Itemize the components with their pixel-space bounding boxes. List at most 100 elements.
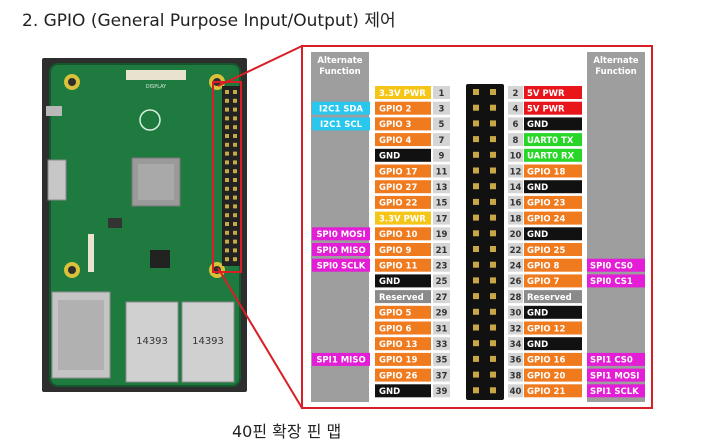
pin-label-box-right xyxy=(524,352,582,366)
pin-label-box-right xyxy=(524,290,582,304)
alt-header-right-line2: Function xyxy=(595,67,636,77)
pin-header-strip xyxy=(466,84,504,400)
pin-label-box-left xyxy=(375,368,431,382)
page-heading: 2. GPIO (General Purpose Input/Output) 제… xyxy=(22,11,396,31)
pin-label-box-right xyxy=(524,148,582,162)
pin-label-box-right xyxy=(524,274,582,288)
pin-label-right: Reserved xyxy=(527,293,572,303)
pin-label-left: GPIO 19 xyxy=(379,356,417,366)
pin-number-right: 22 xyxy=(510,246,522,256)
pin-number-left: 25 xyxy=(436,277,448,287)
alt-label-right: SPI1 SCLK xyxy=(590,387,639,397)
pin-number-box-right xyxy=(508,101,523,115)
alt-badge-left xyxy=(312,101,370,115)
pin-label-box-right xyxy=(524,368,582,382)
header-pin xyxy=(490,230,496,237)
pin-number-left: 27 xyxy=(436,293,448,303)
pin-label-box-left xyxy=(375,148,431,162)
alt-header-left-line1: Alternate xyxy=(317,56,362,66)
usb-port-label-1: 14393 xyxy=(136,336,168,347)
pin-label-box-left xyxy=(375,384,431,398)
header-pin xyxy=(473,230,479,237)
pin-label-box-left xyxy=(375,211,431,225)
pin-number-right: 12 xyxy=(510,167,522,177)
pin-number-box-right xyxy=(508,321,523,335)
pin-number-box-right xyxy=(508,258,523,272)
pin-number-right: 14 xyxy=(510,183,522,193)
pin-label-box-left xyxy=(375,101,431,115)
pin-label-box-right xyxy=(524,337,582,351)
pin-number-box-left xyxy=(433,101,450,115)
pin-label-left: GPIO 26 xyxy=(379,371,417,381)
pin-number-box-right xyxy=(508,337,523,351)
pin-label-left: GPIO 13 xyxy=(379,340,417,350)
pin-number-right: 26 xyxy=(510,277,522,287)
callout-line-top xyxy=(217,45,303,87)
alt-badge-right xyxy=(587,274,645,288)
pin-number-box-left xyxy=(433,148,450,162)
pin-number-box-left xyxy=(433,86,450,99)
pin-label-left: GPIO 3 xyxy=(379,120,412,130)
header-pin xyxy=(490,324,496,331)
pin-number-box-left xyxy=(433,227,450,241)
alt-label-left: SPI1 MISO xyxy=(316,356,365,366)
pin-label-left: GPIO 6 xyxy=(379,324,412,334)
pin-number-left: 11 xyxy=(436,167,448,177)
pin-number-box-right xyxy=(508,117,523,131)
pin-number-right: 34 xyxy=(510,340,522,350)
pin-number-right: 32 xyxy=(510,324,522,334)
pin-number-box-left xyxy=(433,180,450,194)
alt-badge-left xyxy=(312,227,370,241)
pin-number-left: 7 xyxy=(439,136,445,146)
alt-label-right: SPI1 CS0 xyxy=(590,356,633,366)
alt-label-left: SPI0 MISO xyxy=(316,246,365,256)
pin-label-right: 5V PWR xyxy=(527,105,565,115)
alt-badge-left xyxy=(312,258,370,272)
pin-number-left: 39 xyxy=(436,387,448,397)
alt-label-left: I2C1 SCL xyxy=(320,120,363,130)
pin-number-right: 38 xyxy=(510,371,522,381)
alt-badge-left xyxy=(312,117,370,131)
pin-label-box-left xyxy=(375,274,431,288)
pin-label-left: GPIO 5 xyxy=(379,309,412,319)
pin-label-left: GND xyxy=(379,387,400,397)
pin-label-left: GND xyxy=(379,152,400,162)
pin-label-right: GND xyxy=(527,183,548,193)
pin-label-right: GND xyxy=(527,120,548,130)
pin-label-right: GPIO 25 xyxy=(527,246,565,256)
header-pin xyxy=(473,308,479,315)
alt-header-left-line2: Function xyxy=(319,67,360,77)
pin-label-box-right xyxy=(524,384,582,398)
pin-number-left: 23 xyxy=(436,262,448,272)
pin-number-box-right xyxy=(508,211,523,225)
pin-number-box-left xyxy=(433,321,450,335)
pin-number-left: 37 xyxy=(436,371,448,381)
pin-label-left: 3.3V PWR xyxy=(379,214,426,224)
pin-number-box-right xyxy=(508,227,523,241)
pin-label-box-left xyxy=(375,164,431,178)
pin-label-right: GPIO 18 xyxy=(527,167,565,177)
pin-number-left: 21 xyxy=(436,246,448,256)
pin-number-right: 36 xyxy=(510,356,522,366)
pin-label-left: 3.3V PWR xyxy=(379,89,426,99)
header-pin xyxy=(473,167,479,174)
pin-number-box-left xyxy=(433,133,450,147)
pin-label-box-left xyxy=(375,180,431,194)
header-pin xyxy=(490,167,496,174)
alt-label-right: SPI1 MOSI xyxy=(590,371,639,381)
alt-label-right: SPI0 CS1 xyxy=(590,277,633,287)
header-pin xyxy=(490,214,496,221)
pin-number-box-left xyxy=(433,258,450,272)
pin-number-left: 35 xyxy=(436,356,448,366)
pin-number-right: 16 xyxy=(510,199,522,209)
header-pin xyxy=(473,214,479,221)
pin-number-right: 28 xyxy=(510,293,522,303)
pin-label-box-left xyxy=(375,227,431,241)
pin-label-box-right xyxy=(524,305,582,319)
pin-label-box-right xyxy=(524,258,582,272)
alt-badge-left xyxy=(312,243,370,256)
header-highlight-box xyxy=(212,81,242,273)
pin-number-box-right xyxy=(508,86,523,99)
header-pin xyxy=(473,120,479,127)
header-pin xyxy=(473,246,479,252)
